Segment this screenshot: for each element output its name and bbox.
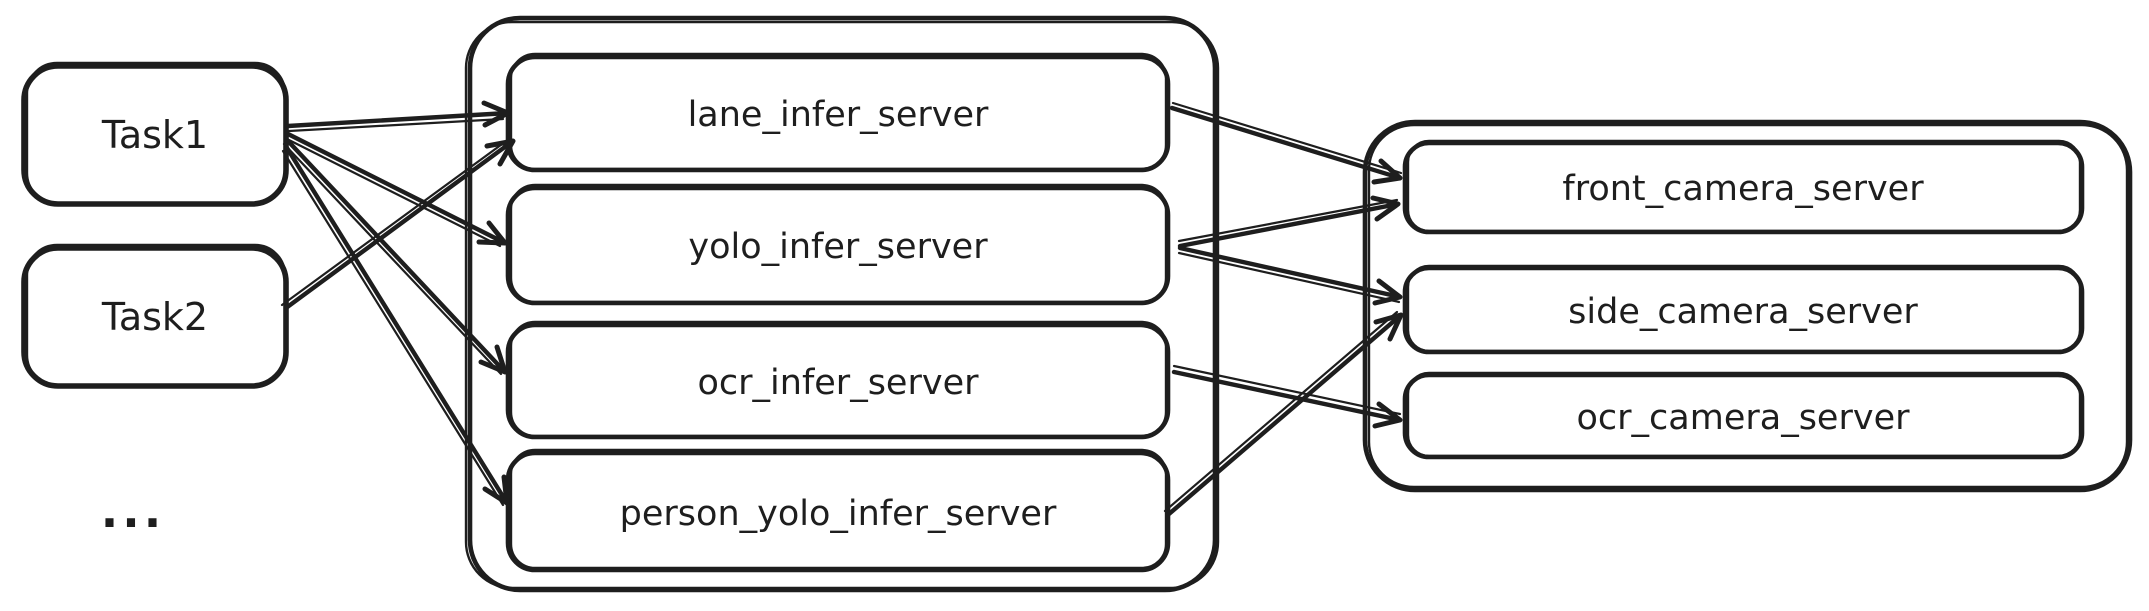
node-task2: Task2 [21,243,289,389]
lane-infer-server-box-echo [509,52,1168,171]
arrow-shaft [1171,369,1403,423]
arrow-shaft [284,145,510,506]
infer-container-box-echo [464,20,1220,590]
task2-label: Task2 [101,295,208,339]
node-person-yolo-infer-server: person_yolo_infer_server [505,448,1171,573]
arrow-person-yolo-infer-server-to-side-camera-server [1163,310,1404,517]
node-front-camera-server: front_camera_server [1402,139,2085,235]
arrow-task1-to-person-yolo-infer-server [281,145,510,507]
person-yolo-infer-server-box [505,450,1171,573]
arrow-shaft [283,138,516,311]
camera-container-box-echo [1367,123,2129,489]
arrow-shaft-echo [1171,101,1403,175]
node-task1: Task1 [21,61,289,207]
front-camera-server-label: front_camera_server [1562,169,1924,209]
arrow-task1-to-lane-infer-server [285,100,511,133]
arrow-shaft-echo [1172,364,1402,416]
arrowhead [482,474,510,506]
arrow-shaft-echo [287,117,505,133]
node-ocr-infer-server: ocr_infer_server [505,320,1171,440]
task1-box-echo [25,61,287,205]
arrow-shaft-echo [282,142,503,376]
arrow-yolo-infer-server-to-front-camera-server [1177,195,1401,249]
arrow-task1-to-ocr-infer-server [282,138,508,376]
arrowhead [1372,401,1403,429]
arrow-task2-to-lane-infer-server [280,137,516,311]
ocr-infer-server-label: ocr_infer_server [698,363,980,403]
node-side-camera-server: side_camera_server [1402,264,2085,355]
node-yolo-infer-server: yolo_infer_server [505,183,1171,306]
ocr-camera-server-box-echo [1406,371,2082,458]
yolo-infer-server-label: yolo_infer_server [688,227,988,267]
arrow-shaft [1169,105,1403,181]
ellipsis-text: ... [101,484,165,538]
side-camera-server-box-echo [1406,264,2082,353]
node-ocr-camera-server: ocr_camera_server [1402,371,2085,460]
arrow-task1-to-yolo-infer-server [283,131,508,248]
arrowhead [481,100,511,128]
arrow-shaft [1166,312,1404,517]
arrowhead [478,344,508,375]
ocr-infer-server-box-echo [509,320,1168,438]
arrow-shaft-echo [1177,198,1399,243]
arrowhead [1370,195,1401,222]
side-camera-server-label: side_camera_server [1568,292,1918,332]
arrow-shaft [285,131,508,246]
arrow-shaft [1177,201,1401,249]
lane-infer-server-label: lane_infer_server [688,95,989,135]
arrow-shaft [285,138,508,375]
arrow-shaft-echo [283,136,502,248]
container-camera-servers: front_camera_server side_camera_server o… [1362,119,2133,493]
arrowhead [476,220,508,246]
arrow-lane-infer-server-to-front-camera-server [1169,101,1403,185]
arrow-yolo-infer-server-to-side-camera-server [1177,245,1403,306]
arrowhead [1373,312,1404,342]
task1-label: Task1 [101,113,208,157]
arrow-shaft [1177,245,1403,300]
yolo-infer-server-box-echo [509,183,1168,304]
arrowhead [1371,158,1403,185]
infer-container-box [467,15,1218,593]
arrow-shaft-echo [1163,310,1399,513]
arrowhead [1372,278,1403,306]
task2-box-echo [25,243,287,387]
container-infer-servers: lane_infer_server yolo_infer_server ocr_… [464,15,1220,593]
camera-container-box [1362,119,2133,493]
arrow-shaft-echo [280,137,511,307]
ocr-camera-server-label: ocr_camera_server [1577,398,1911,438]
person-yolo-infer-server-label: person_yolo_infer_server [620,494,1057,534]
arrow-ocr-infer-server-to-ocr-camera-server [1171,364,1403,429]
arrowhead [484,138,516,167]
node-lane-infer-server: lane_infer_server [505,52,1171,173]
front-camera-server-box-echo [1406,139,2082,233]
arrow-shaft [285,110,511,129]
arrow-shaft-echo [1177,251,1401,304]
arrow-shaft-echo [281,149,505,507]
